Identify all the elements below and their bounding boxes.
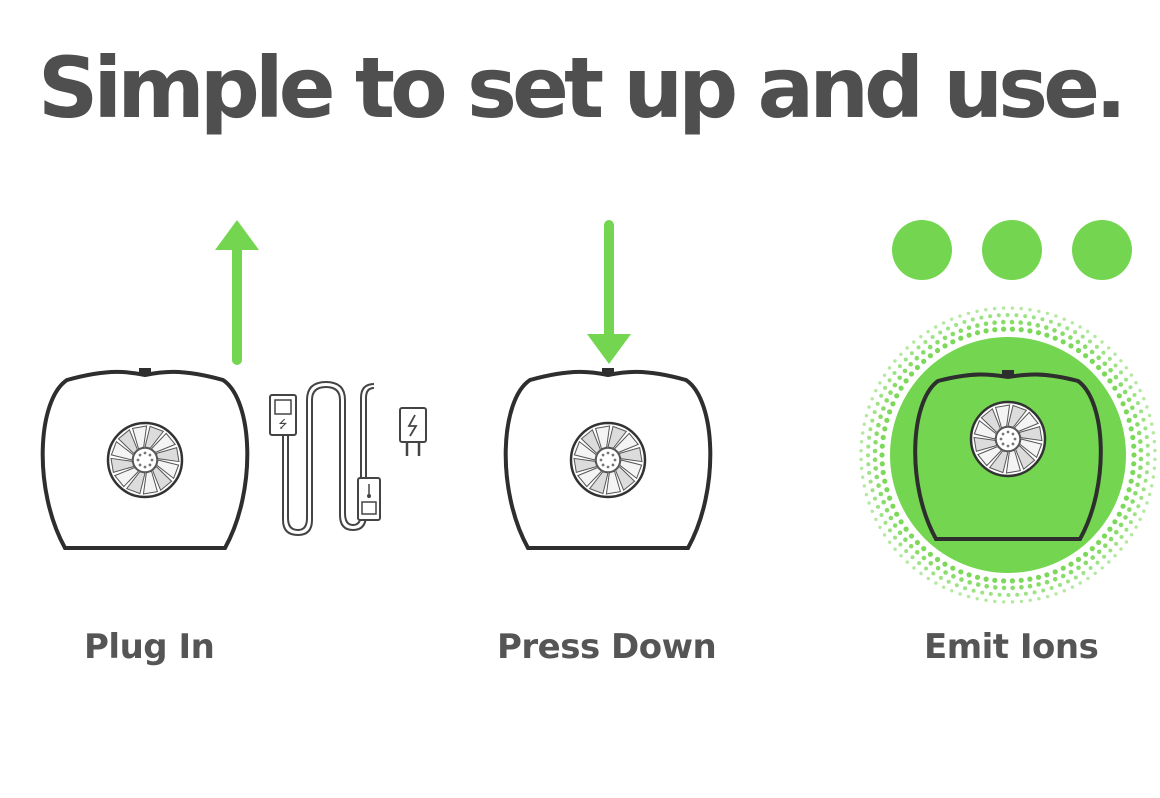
device-press-down: [503, 368, 713, 550]
step-label-press-down: Press Down: [497, 627, 717, 667]
svg-text:⭍: ⭍: [278, 418, 287, 431]
fan-icon: [969, 400, 1047, 478]
wall-adapter-icon: [399, 407, 427, 456]
fan-icon: [569, 421, 647, 499]
ion-emission-halo: [859, 306, 1157, 604]
usb-plug-b-icon: [357, 477, 381, 521]
device-plug-in: [40, 368, 250, 550]
fan-icon: [106, 421, 184, 499]
progress-dots-icon: [892, 220, 1132, 280]
usb-plug-a-icon: ⭍: [269, 394, 297, 436]
up-arrow-icon: [215, 220, 259, 365]
device-emit-ions: [913, 370, 1103, 541]
down-arrow-icon: [587, 220, 631, 364]
step-label-emit-ions: Emit Ions: [924, 627, 1099, 667]
headline: Simple to set up and use.: [37, 39, 1127, 137]
step-label-plug-in: Plug In: [84, 627, 215, 667]
